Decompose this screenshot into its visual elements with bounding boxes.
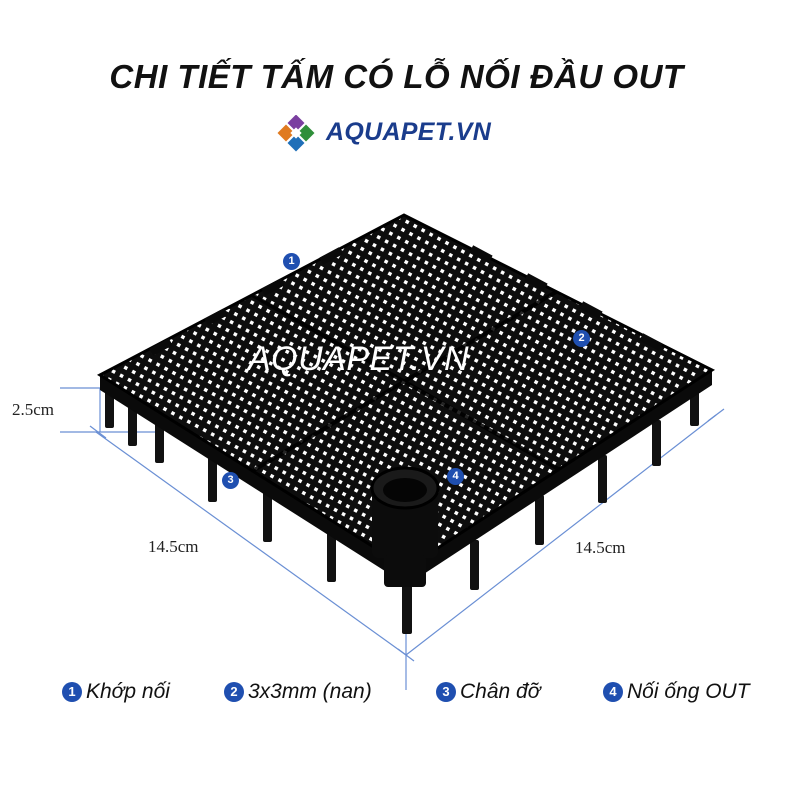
legend-badge-3: 3 — [436, 682, 456, 702]
legend-badge-2: 2 — [224, 682, 244, 702]
brand-name: AQUAPET.VN — [326, 118, 492, 146]
diamond-cluster-logo-icon — [277, 115, 315, 152]
watermark-text: AQUAPET.VN — [248, 340, 470, 378]
right-width-dimension-label: 14.5cm — [575, 538, 626, 557]
brand-logo-group: AQUAPET.VN — [272, 115, 532, 155]
legend-label-1: Khớp nối — [86, 680, 170, 703]
legend-item-1: 1 Khớp nối — [62, 678, 170, 706]
left-width-dimension-label: 14.5cm — [148, 537, 199, 556]
legend-label-2: 3x3mm (nan) — [248, 680, 372, 703]
legend-badge-4: 4 — [603, 682, 623, 702]
height-dimension-label: 2.5cm — [12, 400, 55, 419]
legend-label-4: Nối ống OUT — [627, 680, 750, 703]
callout-badge-2: 2 — [573, 330, 590, 347]
legend-badge-1: 1 — [62, 682, 82, 702]
panel-top-mesh — [96, 213, 716, 570]
legend-item-3: 3 Chân đỡ — [436, 678, 540, 706]
callout-badge-4: 4 — [447, 468, 464, 485]
callout-badge-1: 1 — [283, 253, 300, 270]
page-title: CHI TIẾT TẤM CÓ LỖ NỐI ĐẦU OUT — [109, 58, 684, 95]
legend-item-4: 4 Nối ống OUT — [603, 678, 750, 706]
legend-label-3: Chân đỡ — [460, 680, 541, 703]
out-pipe-connector — [370, 466, 440, 587]
support-legs — [105, 380, 699, 634]
legend-item-2: 2 3x3mm (nan) — [224, 678, 372, 706]
legend: 1 Khớp nối 2 3x3mm (nan) 3 Chân đỡ 4 Nối… — [0, 678, 793, 708]
connector-tabs — [149, 245, 663, 356]
callout-badge-3: 3 — [222, 472, 239, 489]
